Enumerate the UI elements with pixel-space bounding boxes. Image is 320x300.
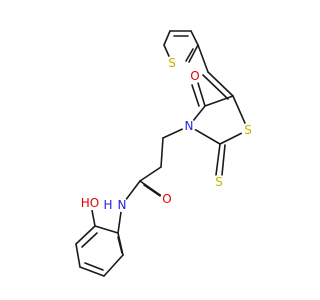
atom-label: N [185, 119, 194, 133]
atom-S-thiophene: S [165, 56, 179, 70]
bond [221, 144, 226, 176]
atom-label: S [244, 123, 252, 137]
atom-label: N [118, 198, 127, 212]
atom-O-amide: O [160, 192, 174, 206]
bond [188, 44, 199, 63]
bond [197, 82, 206, 107]
atom-N-ring: N [182, 119, 196, 133]
atom-S-ring: S [241, 123, 255, 137]
bond [81, 232, 98, 248]
bond [143, 184, 164, 199]
bond [202, 74, 229, 100]
bond [185, 48, 194, 62]
atom-label-h: H [103, 198, 112, 212]
bond [191, 84, 200, 107]
bond [117, 236, 123, 254]
bond [75, 243, 81, 268]
atom-S-thione: S [212, 175, 226, 189]
bond [204, 95, 234, 107]
atom-label: HO [81, 196, 99, 210]
bond [103, 254, 124, 277]
atom-label: O [162, 192, 171, 206]
atom-OH-phenol: HO [80, 196, 100, 210]
structure-canvas: S O S N S O N H HO [75, 30, 255, 277]
bond [94, 225, 119, 234]
atom-labels: S O S N S O N H HO [80, 56, 255, 212]
bond [160, 137, 164, 168]
bond [139, 180, 164, 198]
bond [190, 30, 199, 46]
atom-label: S [168, 56, 176, 70]
bond [207, 71, 234, 97]
atom-label: S [215, 175, 223, 189]
bonds [75, 30, 249, 277]
bond [197, 44, 209, 73]
atom-O-ketone: O [188, 69, 202, 83]
molecule-diagram: S O S N S O N H HO [75, 30, 255, 277]
bond [215, 143, 221, 176]
bond [163, 30, 171, 46]
bond [139, 166, 162, 182]
atom-NH-amide: N H [103, 198, 129, 212]
bond [84, 262, 104, 271]
bond [79, 266, 105, 277]
bond [75, 225, 96, 245]
atom-label: O [190, 69, 199, 83]
